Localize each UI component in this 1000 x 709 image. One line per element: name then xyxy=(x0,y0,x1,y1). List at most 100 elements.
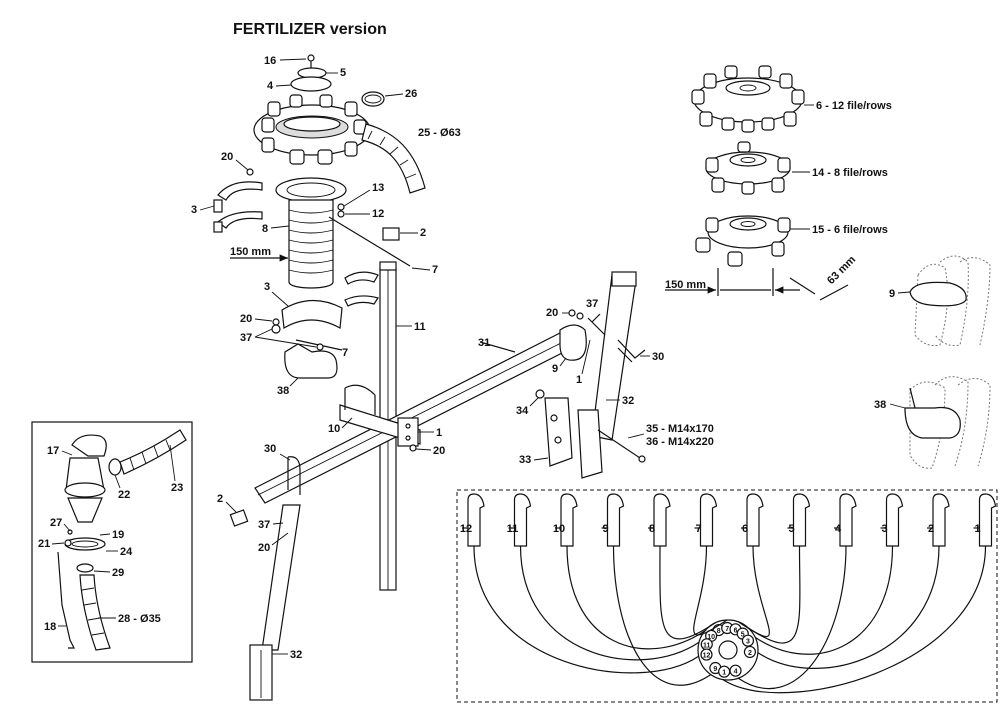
callout-20a: 20 xyxy=(221,151,233,163)
hub-outlet-label: 7 xyxy=(725,626,729,633)
hub-outlet xyxy=(718,665,731,678)
row-outlet xyxy=(606,493,625,547)
hub-outlet-label: 3 xyxy=(746,639,750,646)
clamp-33 xyxy=(544,397,573,467)
hub-outlet-label: 9 xyxy=(713,666,717,673)
callout-20c: 20 xyxy=(433,445,445,457)
callout-38a: 38 xyxy=(277,385,289,397)
callout-5: 5 xyxy=(340,67,346,79)
hose-25 xyxy=(361,123,426,194)
callout-29: 29 xyxy=(112,567,124,579)
callout-1b: 1 xyxy=(576,374,582,386)
row-hose xyxy=(519,545,700,661)
row-outlet xyxy=(653,493,671,547)
callout-2b: 2 xyxy=(217,493,223,505)
callout-13: 13 xyxy=(372,182,384,194)
row-outlet xyxy=(792,493,811,547)
bracket-38b-view xyxy=(904,376,991,469)
callout-7a: 7 xyxy=(432,264,438,276)
cover-4 xyxy=(290,76,332,92)
bracket-9a xyxy=(559,324,587,361)
row-outlet xyxy=(978,493,997,547)
callout-1a: 1 xyxy=(436,427,442,439)
inlet-assembly xyxy=(57,429,187,651)
callout-30b: 30 xyxy=(652,351,664,363)
hub-outlet-label: 1 xyxy=(722,670,726,677)
detail-inset xyxy=(31,421,193,663)
callout-30a: 30 xyxy=(264,443,276,455)
diagram-title: FERTILIZER version xyxy=(233,21,387,38)
callout-4: 4 xyxy=(267,80,274,92)
row-outlet xyxy=(746,493,764,547)
row-label: 3 xyxy=(881,523,887,535)
callout-38b: 38 xyxy=(874,399,886,411)
hub-outlet-label: 11 xyxy=(703,642,711,649)
callout-31: 31 xyxy=(478,337,490,349)
row-label: 4 xyxy=(835,523,842,535)
callout-21: 21 xyxy=(38,538,50,550)
hub-outlet-label: 8 xyxy=(717,628,721,635)
plate-1a xyxy=(397,417,419,447)
row-outlet xyxy=(932,493,950,547)
head-variant-12 xyxy=(691,65,805,133)
head-variant-6 xyxy=(695,215,791,267)
callout-28: 28 - Ø35 xyxy=(118,613,161,625)
callout-3b: 3 xyxy=(264,281,270,293)
callout-25: 25 - Ø63 xyxy=(418,127,461,139)
row-label: 8 xyxy=(649,523,655,535)
callout-34: 34 xyxy=(516,405,529,417)
row-hose xyxy=(659,545,716,640)
row-outlet xyxy=(885,493,904,547)
row-hose xyxy=(612,545,712,686)
callout-20b: 20 xyxy=(240,313,252,325)
head-variant-8 xyxy=(705,141,791,195)
callout-9a: 9 xyxy=(552,363,558,375)
hub-outlet-label: 10 xyxy=(707,634,715,641)
row-label: 12 xyxy=(460,523,472,535)
row-hose xyxy=(566,545,706,650)
callout-labels: 16 5 4 26 25 - Ø63 20 3 13 12 8 2 7 3 20… xyxy=(38,55,911,661)
row-label: 10 xyxy=(553,523,565,535)
callout-3a: 3 xyxy=(191,204,197,216)
callout-19: 19 xyxy=(112,529,124,541)
row-label: 2 xyxy=(928,523,934,535)
row-outlet xyxy=(467,493,485,547)
callout-11: 11 xyxy=(414,321,426,333)
callout-150mm-b: 150 mm xyxy=(665,279,706,291)
callout-2a: 2 xyxy=(420,227,426,239)
callout-33: 33 xyxy=(519,454,531,466)
row-outlet xyxy=(560,493,578,547)
callout-14: 14 - 8 file/rows xyxy=(812,167,888,179)
row-label: 1 xyxy=(974,523,980,535)
bracket-9b-view xyxy=(909,255,991,346)
callout-16: 16 xyxy=(264,55,276,67)
clamp-3b xyxy=(281,299,343,329)
callout-63mm: 63 mm xyxy=(825,254,858,287)
row-hose xyxy=(737,545,847,690)
callout-26: 26 xyxy=(405,88,417,100)
callout-32a: 32 xyxy=(290,649,302,661)
leg-32a xyxy=(261,504,301,651)
bracket-38a xyxy=(284,343,338,379)
row-hose xyxy=(722,545,987,694)
callout-12: 12 xyxy=(372,208,384,220)
callout-23: 23 xyxy=(171,482,183,494)
distributor-head xyxy=(253,54,426,194)
row-hose xyxy=(754,545,894,655)
callout-10: 10 xyxy=(328,423,340,435)
callout-6: 6 - 12 file/rows xyxy=(816,100,892,112)
row-hose xyxy=(747,545,801,644)
hub-outlet-label: 4 xyxy=(734,669,738,676)
screw-16 xyxy=(307,54,315,62)
row-outlet xyxy=(839,493,857,547)
callout-36: 36 - M14x220 xyxy=(646,436,714,448)
hub-outlet-label: 2 xyxy=(748,650,752,657)
callout-24: 24 xyxy=(120,546,133,558)
routing-panel xyxy=(456,489,998,703)
callout-15: 15 - 6 file/rows xyxy=(812,224,888,236)
callout-17: 17 xyxy=(47,445,59,457)
bellows-8 xyxy=(275,177,347,289)
row-label: 11 xyxy=(507,523,519,535)
hub-outlet xyxy=(743,645,757,659)
